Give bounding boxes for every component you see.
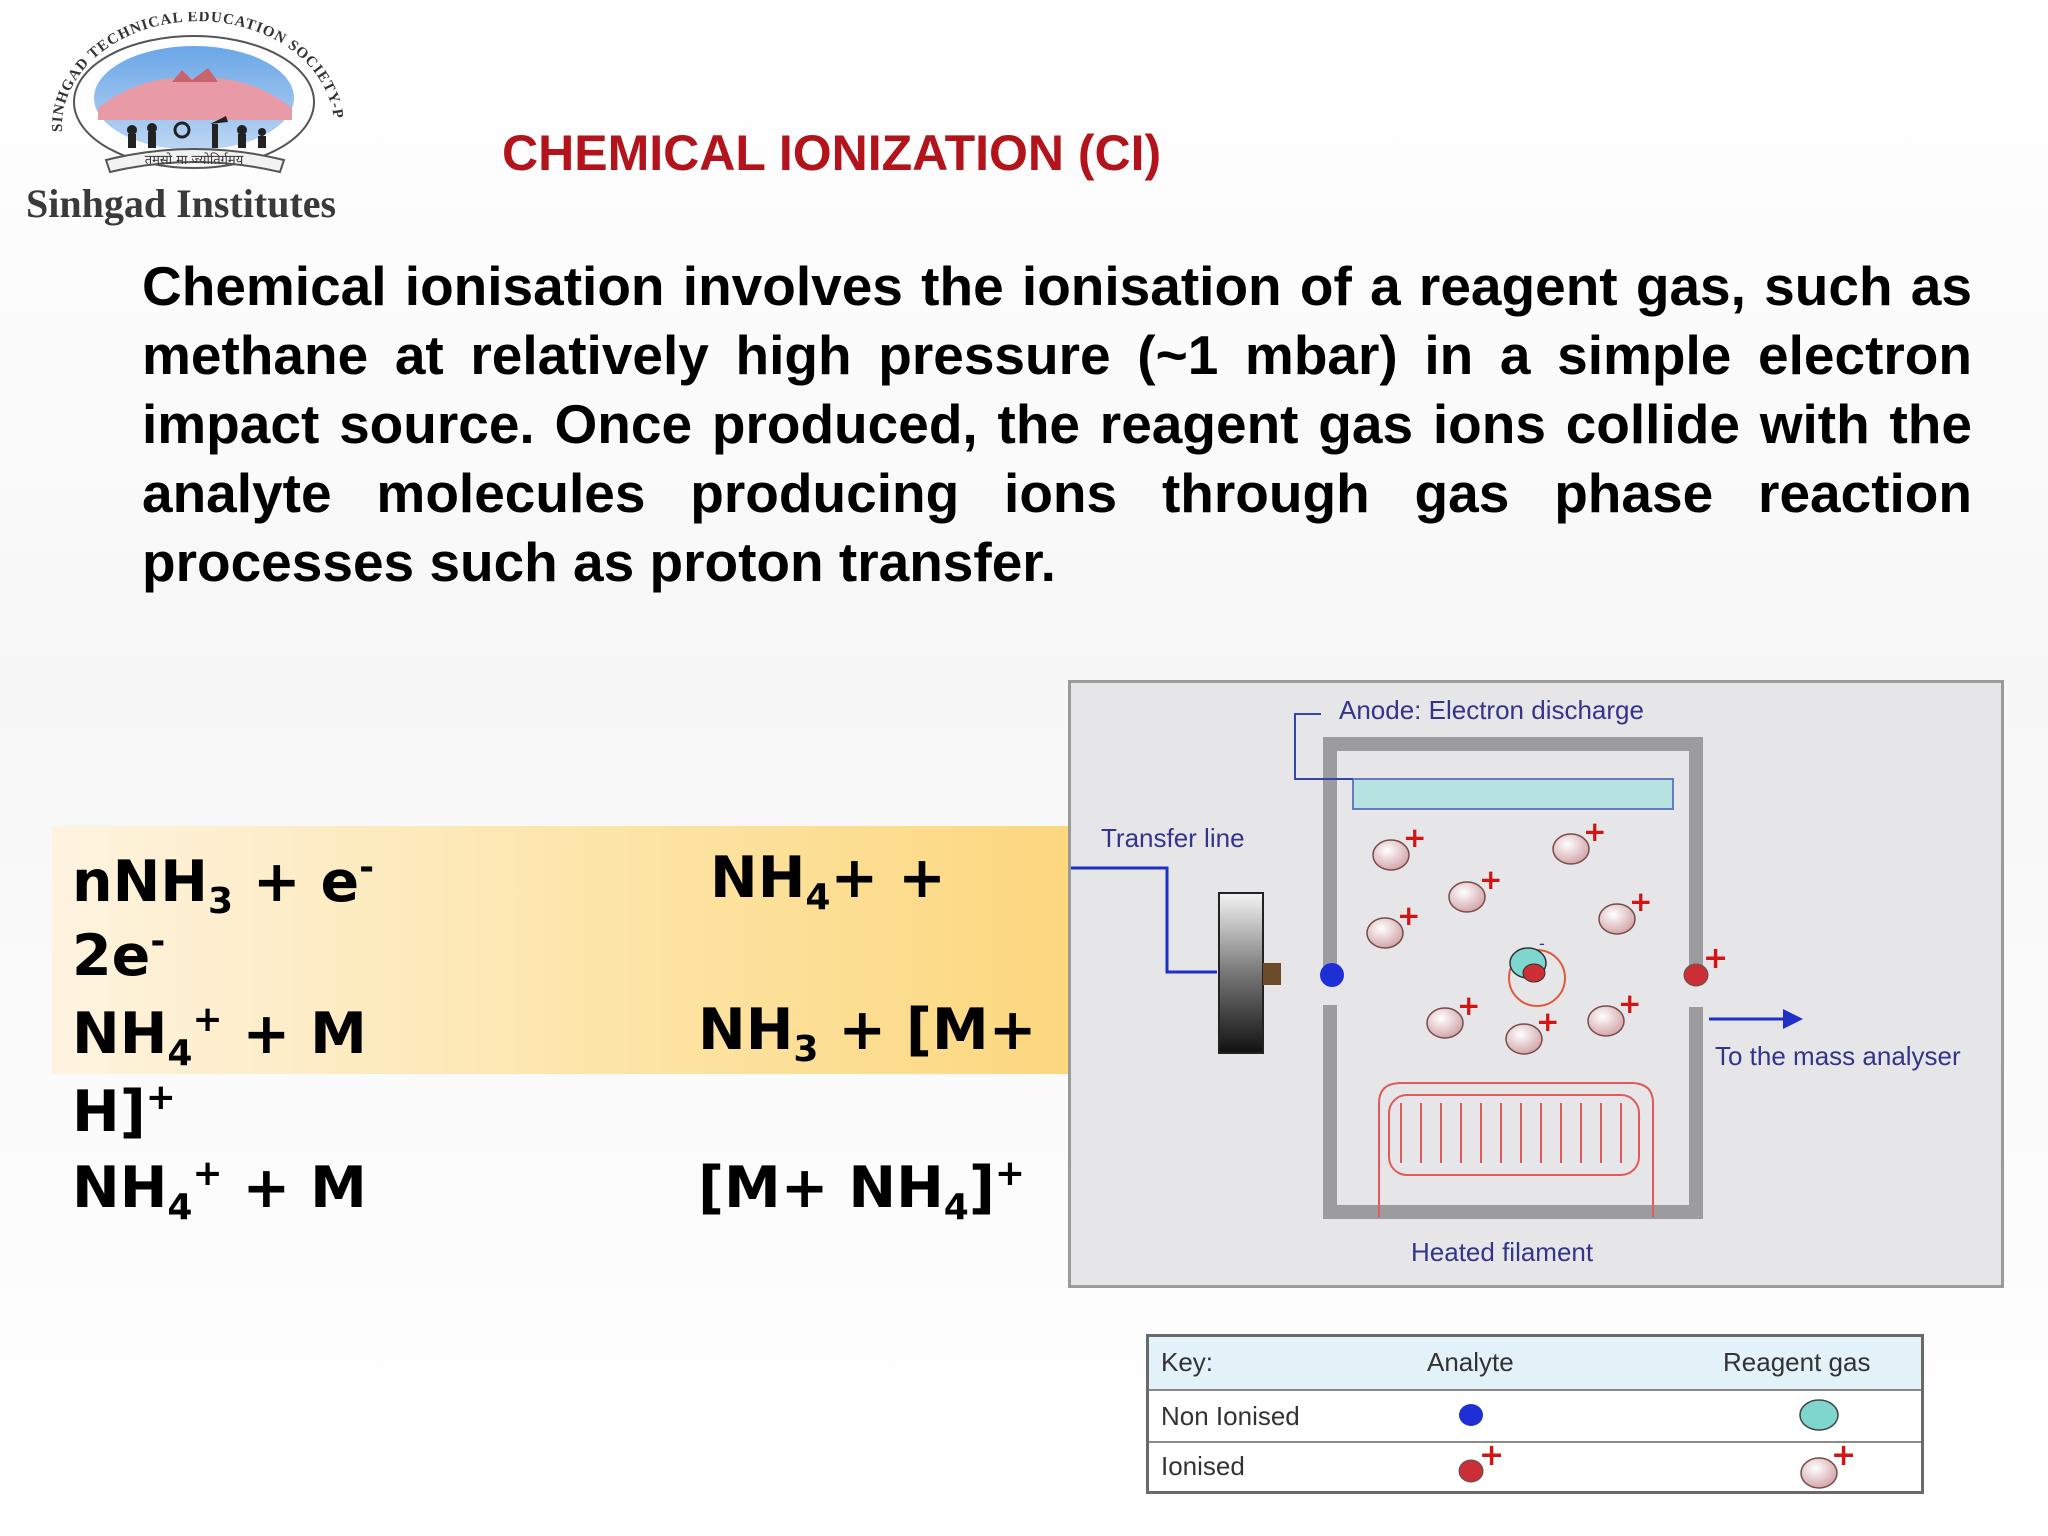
reagent-ion-plus: + [1583,815,1606,848]
chamber-walls [1323,737,1703,1219]
reagent-ion-particle [1598,903,1636,935]
eq3-right-bracket: ] [968,1155,995,1221]
electron-label: - [1539,934,1545,953]
analyte-ion-core [1522,963,1546,983]
eq2-wrap-base: H] [72,1079,146,1145]
key-col-analyte: Analyte [1427,1347,1514,1377]
equation-2-left: NH4+ + M [72,1002,367,1072]
transfer-line-pipe [1071,866,1217,974]
eq3-left-sub: 4 [167,1187,193,1228]
reagent-ion-plus: + [1536,1005,1559,1038]
equation-2-right: NH3 + [M+ [698,1002,1036,1068]
key-row2-symbols: + + [1458,1441,1856,1489]
logo-emblem: तमसो मा ज्योतिर्गमय SINHGAD TECHNICAL ED… [16,0,345,174]
key-col-reagent: Reagent gas [1723,1347,1871,1377]
equation-1-right: NH4+ + [710,850,946,916]
exiting-ion-plus: + [1703,941,1728,976]
eq2-left-sub: 4 [167,1033,193,1074]
reagent-ion-particle [1372,839,1410,871]
eq3-left-sup: + [192,1153,223,1194]
ion-source-diagram: + + + + + + + + - + Anode: Electron discharge T… [1068,680,2004,1288]
reagent-ions: + + + + + + + + [1366,815,1652,1055]
logo-ribbon-text: तमसो मा ज्योतिर्गमय [145,152,244,168]
eq1-right-sub: 4 [805,877,831,918]
key-row2-label: Ionised [1161,1451,1245,1481]
eq1-left-base: nNH [72,849,208,915]
eq1-wrap-base: 2e [72,923,151,989]
eq1-wrap-sup: - [150,921,166,962]
eq3-left-base: NH [72,1155,168,1221]
reagent-ion-plus: + [1403,821,1426,854]
legend-key-table: Key: Analyte Reagent gas Non Ionised Ion… [1146,1334,1924,1494]
mass-analyser-label: To the mass analyser [1715,1041,1961,1071]
reagent-ion-plus: + [1457,989,1480,1022]
eq1-right-tail: + + [830,845,946,911]
anode-label: Anode: Electron discharge [1339,695,1644,725]
eq2-right-sub: 3 [793,1029,819,1070]
equation-highlight-band [52,826,1072,1074]
equation-3-right: [M+ NH4]+ [698,1156,1025,1226]
eq3-right-base: [M+ NH [698,1155,944,1221]
eq1-left-sub: 3 [208,881,234,922]
transfer-nozzle [1263,963,1281,985]
ion-source-graphic: + + + + + + + + - + [1071,713,1803,1219]
eq1-left-sup: - [359,847,375,888]
reagent-ion-plus: + [1479,863,1502,896]
key-row1-symbols [1459,1399,1839,1431]
key-reagent-ion-icon [1800,1457,1838,1489]
analyte-neutral-particle [1320,963,1344,987]
reagent-ion-plus: + [1618,987,1641,1020]
eq1-right-base: NH [710,845,806,911]
reagent-ion-particle [1552,833,1590,865]
institute-logo: तमसो मा ज्योतिर्गमय SINHGAD TECHNICAL ED… [16,0,362,232]
key-row-non-ionised: Non Ionised [1149,1389,1921,1443]
equation-3-left: NH4+ + M [72,1156,367,1226]
body-paragraph: Chemical ionisation involves the ionisat… [142,255,1972,593]
reagent-ion-plus: + [1397,899,1420,932]
analyte-ion-exiting [1683,963,1709,987]
key-reagent-neutral-icon [1799,1399,1839,1431]
transfer-valve [1218,892,1264,1054]
heated-filament-label: Heated filament [1411,1237,1594,1267]
key-analyte-ion-icon [1458,1459,1484,1483]
equation-2-wrap: H]+ [72,1080,176,1141]
heated-filament [1378,1082,1654,1217]
reagent-ion-particle [1366,917,1404,949]
eq3-right-sub: 4 [943,1187,969,1228]
eq2-left-sup: + [192,999,223,1040]
key-row-ionised: Ionised + + [1149,1441,1921,1493]
eq2-left-tail: + M [222,1001,367,1067]
eq2-wrap-sup: + [145,1077,176,1118]
transfer-line-label: Transfer line [1101,823,1245,853]
key-header-row: Key: Analyte Reagent gas [1149,1337,1921,1391]
eq2-right-tail: + [M+ [818,997,1037,1063]
reagent-ion-particle [1587,1005,1625,1037]
reagent-ion-particle [1448,881,1486,913]
reagent-ion-particle [1426,1007,1464,1039]
equation-1-wrap: 2e- [72,924,165,985]
key-analyte-neutral-icon [1459,1404,1483,1426]
institute-name: Sinhgad Institutes [26,181,337,226]
eq2-left-base: NH [72,1001,168,1067]
eq3-right-sup: + [994,1153,1026,1194]
eq2-right-base: NH [698,997,794,1063]
reagent-ion-plus: + [1629,885,1652,918]
anode-plate [1352,778,1674,810]
equation-1-left: nNH3 + e- [72,850,374,920]
slide-title: CHEMICAL IONIZATION (CI) [502,125,1162,181]
key-header-label: Key: [1161,1347,1214,1377]
key-analyte-plus: + [1479,1441,1504,1473]
key-row1-label: Non Ionised [1161,1401,1300,1431]
key-reagent-plus: + [1831,1441,1856,1473]
anode-leader-line [1294,713,1353,780]
reagent-ion-particle [1505,1023,1543,1055]
eq1-left-mid: + e [233,849,360,915]
eq3-left-tail: + M [222,1155,367,1221]
mass-analyser-arrowhead [1783,1009,1803,1029]
